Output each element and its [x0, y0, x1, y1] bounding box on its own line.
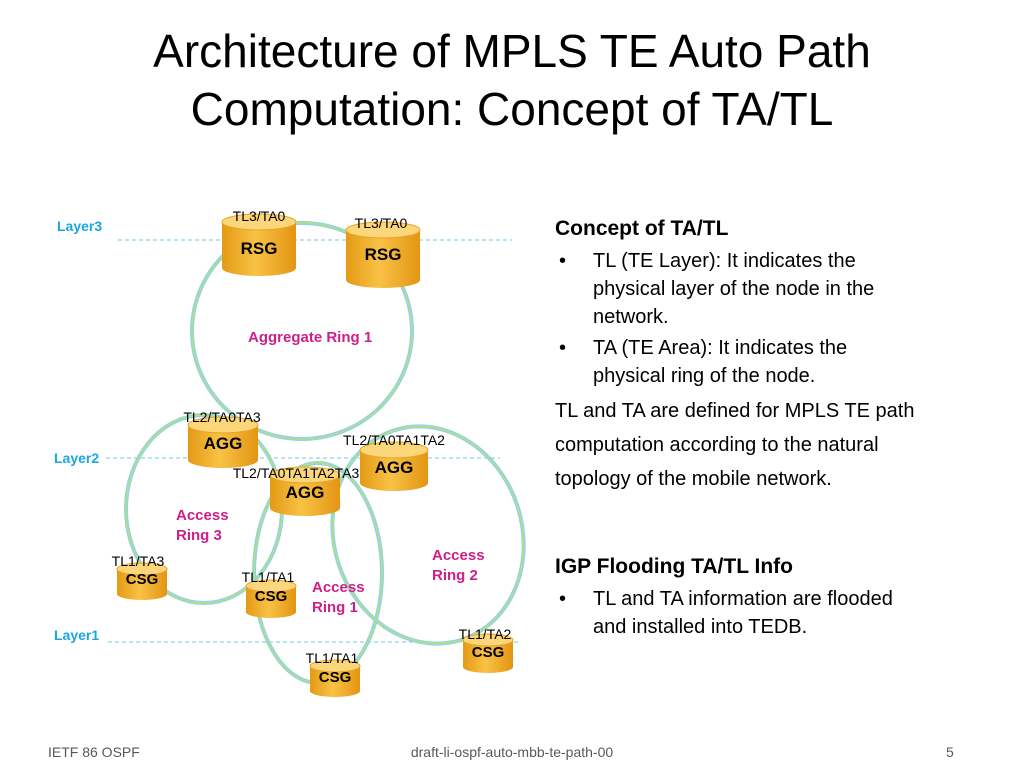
csg-node-ta1-upper-name: CSG [255, 588, 288, 605]
csg-node-ta3: TL1/TA3 CSG [112, 553, 168, 600]
csg-node-ta1-upper-tag: TL1/TA1 [242, 569, 295, 585]
aggregate-ring-label: Aggregate Ring 1 [248, 329, 372, 346]
bullet-marker: • [559, 588, 567, 610]
bullet-tl: • TL (TE Layer): It indicates the physic… [555, 247, 995, 331]
agg-node-ta0ta1ta2ta3-tag: TL2/TA0TA1TA2TA3 [233, 465, 360, 481]
title-line-2: Computation: Concept of TA/TL [190, 83, 834, 135]
bullet-marker: • [559, 337, 567, 359]
layer2-label: Layer2 [54, 450, 99, 466]
access-ring-3-label-line1: Access [176, 507, 229, 524]
footer-left: IETF 86 OSPF [48, 744, 140, 760]
csg-node-ta3-tag: TL1/TA3 [112, 553, 165, 569]
agg-node-ta0ta1ta2ta3-name: AGG [286, 483, 325, 502]
rsg-node-1-name: RSG [241, 239, 278, 258]
concept-paragraph: TL and TA are defined for MPLS TE path c… [555, 394, 995, 496]
bullet-marker: • [559, 250, 567, 272]
slide-title: Architecture of MPLS TE Auto Path Comput… [0, 22, 1024, 138]
access-ring-2-label-line1: Access [432, 547, 485, 564]
bullet-ta: • TA (TE Area): It indicates the physica… [555, 334, 995, 390]
rsg-node-2: TL3/TA0 RSG [345, 215, 421, 288]
access-ring-3-label-line2: Ring 3 [176, 527, 222, 544]
igp-section: IGP Flooding TA/TL Info • TL and TA info… [555, 552, 995, 641]
bullet-ta-line1: TA (TE Area): It indicates the [593, 337, 848, 359]
aggregate-ring-1 [190, 221, 414, 441]
page-number: 5 [946, 744, 954, 760]
concept-paragraph-line1: TL and TA are defined for MPLS TE path [555, 400, 915, 422]
rsg-node-2-name: RSG [365, 245, 402, 264]
csg-node-ta1-upper: TL1/TA1 CSG [242, 569, 297, 618]
bullet-tl-line2: physical layer of the node in the [593, 278, 875, 300]
rsg-node-2-tag: TL3/TA0 [355, 215, 408, 231]
bullet-tl-line3: network. [593, 306, 669, 328]
access-ring-1-label-line1: Access [312, 579, 365, 596]
ta-tl-network-diagram: Layer3 Layer2 Layer1 Aggregate Ring 1 Ac… [54, 208, 526, 697]
csg-node-ta1-lower-name: CSG [319, 669, 352, 686]
agg-node-ta0ta1ta2-name: AGG [375, 458, 414, 477]
agg-node-ta0ta1ta2-tag: TL2/TA0TA1TA2 [343, 432, 445, 448]
bullet-tl-line1: TL (TE Layer): It indicates the [593, 250, 856, 272]
bullet-ta-line2: physical ring of the node. [593, 365, 816, 387]
access-ring-2 [330, 424, 526, 646]
agg-node-ta0ta1ta2: TL2/TA0TA1TA2 AGG [343, 432, 445, 491]
access-ring-2-label-line2: Ring 2 [432, 567, 478, 584]
csg-node-ta2-name: CSG [472, 644, 505, 661]
concept-paragraph-line3: topology of the mobile network. [555, 468, 832, 490]
bullet-tedb-line2: and installed into TEDB. [593, 616, 808, 638]
footer-center: draft-li-ospf-auto-mbb-te-path-00 [410, 744, 614, 760]
agg-node-ta0ta1ta2ta3: TL2/TA0TA1TA2TA3 AGG [233, 465, 360, 516]
concept-bullet-list: • TL (TE Layer): It indicates the physic… [555, 247, 995, 390]
agg-node-ta0ta3: TL2/TA0TA3 AGG [183, 409, 261, 468]
rsg-node-1: TL3/TA0 RSG [221, 208, 297, 276]
access-ring-1-label-line2: Ring 1 [312, 599, 358, 616]
igp-heading: IGP Flooding TA/TL Info [555, 555, 793, 578]
agg-node-ta0ta3-name: AGG [204, 434, 243, 453]
csg-node-ta3-name: CSG [126, 571, 159, 588]
bullet-tedb: • TL and TA information are flooded and … [555, 585, 995, 641]
csg-node-ta2: TL1/TA2 CSG [459, 626, 514, 673]
igp-bullet-list: • TL and TA information are flooded and … [555, 585, 995, 641]
concept-paragraph-line2: computation according to the natural [555, 434, 879, 456]
agg-node-ta0ta3-tag: TL2/TA0TA3 [183, 409, 261, 425]
layer3-label: Layer3 [57, 218, 102, 234]
csg-node-ta1-lower-tag: TL1/TA1 [306, 650, 359, 666]
text-panel: Concept of TA/TL • TL (TE Layer): It ind… [555, 214, 995, 641]
csg-node-ta1-lower: TL1/TA1 CSG [306, 650, 361, 697]
concept-heading: Concept of TA/TL [555, 217, 729, 240]
rsg-node-1-tag: TL3/TA0 [233, 208, 286, 224]
layer1-label: Layer1 [54, 627, 99, 643]
bullet-tedb-line1: TL and TA information are flooded [593, 588, 893, 610]
csg-node-ta2-tag: TL1/TA2 [459, 626, 512, 642]
title-line-1: Architecture of MPLS TE Auto Path [153, 25, 871, 77]
